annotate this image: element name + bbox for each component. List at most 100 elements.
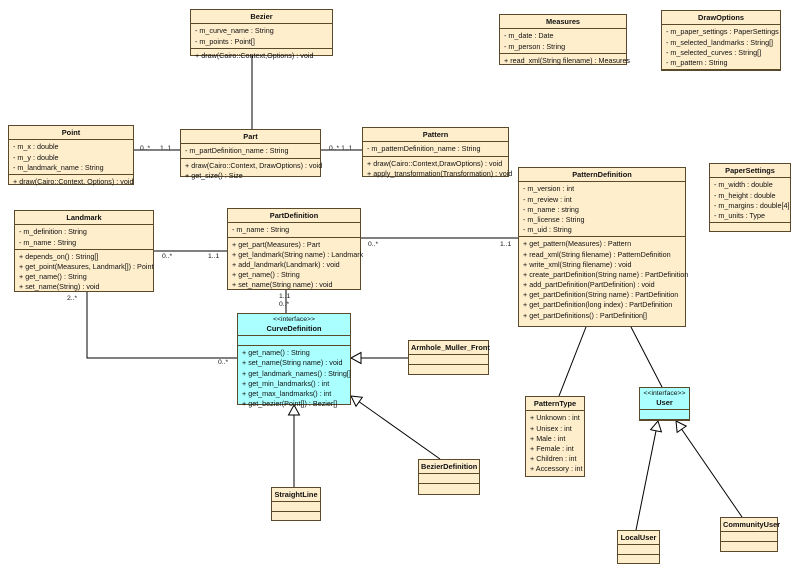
class-name: PaperSettings — [725, 166, 775, 175]
class-header: <<interface>>User — [640, 388, 689, 411]
multiplicity-label: 0..* — [162, 253, 173, 260]
attribute-compartment: - m_definition : String- m_name : String — [15, 225, 153, 250]
class-name: Bezier — [250, 12, 273, 21]
operation-line: + apply_transformation(Transformation) :… — [367, 168, 513, 178]
attribute-line: - m_pattern : String — [666, 57, 728, 67]
multiplicity-label: 0..* — [368, 241, 379, 248]
operation-compartment: + draw(Cairo::Context,Options) : void — [191, 49, 332, 62]
attribute-compartment: - m_patternDefinition_name : String — [363, 142, 508, 157]
class-name: CommunityUser — [723, 520, 781, 529]
operation-compartment — [640, 420, 689, 429]
attribute-line: - m_definition : String — [19, 227, 87, 237]
attribute-line: + Male : int — [530, 433, 566, 443]
attribute-line: - m_curve_name : String — [195, 26, 274, 36]
operation-line: + draw(Cairo::Context, DrawOptions) : vo… — [185, 160, 323, 170]
class-header: PartDefinition — [228, 209, 360, 224]
class-header: LocalUser — [618, 531, 659, 546]
attribute-line: - m_units : Type — [714, 210, 765, 220]
attribute-line: - m_points : Point[] — [195, 36, 255, 46]
class-box-pattern[interactable]: Pattern- m_patternDefinition_name : Stri… — [362, 127, 513, 178]
attribute-compartment: - m_partDefinition_name : String — [181, 144, 320, 159]
operation-line: + read_xml(String filename) : PatternDef… — [523, 249, 671, 259]
class-box-localuser[interactable]: LocalUser — [617, 530, 660, 564]
attribute-compartment — [409, 355, 488, 366]
class-name: Armhole_Muller_Front — [411, 343, 490, 352]
operation-compartment: + get_pattern(Measures) : Pattern+ read_… — [519, 237, 688, 322]
operation-compartment — [662, 70, 780, 79]
realization-connector — [635, 420, 659, 531]
attribute-line: - m_x : double — [13, 142, 59, 152]
attribute-compartment — [721, 532, 777, 543]
class-name: PatternType — [533, 399, 577, 408]
operation-line: + get_min_landmarks() : int — [242, 378, 330, 388]
class-stereotype: <<interface>> — [273, 316, 315, 323]
class-name: PartDefinition — [269, 211, 319, 220]
attribute-compartment: - m_date : Date- m_person : String — [500, 29, 626, 54]
operation-line: + set_name(String name) : void — [232, 280, 333, 290]
class-box-papersettings[interactable]: PaperSettings - m_width : double- m_heigh… — [709, 163, 791, 232]
attribute-line: - m_height : double — [714, 190, 776, 200]
attribute-line: - m_date : Date — [504, 31, 554, 41]
class-box-patterndefinition[interactable]: PatternDefinition- m_version : int- m_re… — [518, 167, 688, 327]
class-header: Bezier — [191, 10, 332, 25]
operation-line: + get_bezier(Point[]) : Bezier[] — [242, 399, 338, 409]
multiplicity-label: 0..* — [279, 301, 290, 308]
operation-line: + set_name(String name) : void — [242, 358, 343, 368]
attribute-line: + Children : int — [530, 454, 577, 464]
class-header: PaperSettings — [710, 164, 790, 179]
class-name: Measures — [545, 17, 581, 26]
class-header: PatternDefinition — [519, 168, 685, 183]
class-box-partdefinition[interactable]: PartDefinition- m_name : String+ get_par… — [227, 208, 364, 290]
operation-line: + draw(Cairo::Context,Options) : void — [195, 50, 314, 60]
attribute-line: - m_landmark_name : String — [13, 162, 104, 172]
class-box-part[interactable]: Part- m_partDefinition_name : String+ dr… — [180, 129, 322, 180]
class-box-user[interactable]: <<interface>>User — [639, 387, 690, 421]
class-name: User — [656, 397, 673, 407]
class-box-measures[interactable]: Measures - m_date : Date- m_person : Stri… — [499, 14, 630, 65]
class-name: LocalUser — [620, 533, 657, 542]
class-box-curvedefinition[interactable]: <<interface>>CurveDefinition+ get_name()… — [237, 313, 351, 408]
operation-line: + get_landmark(String name) : Landmark — [232, 249, 364, 259]
realization-arrowhead-icon — [350, 395, 364, 408]
class-name: DrawOptions — [698, 13, 744, 22]
class-box-drawoptions[interactable]: DrawOptions - m_paper_settings : PaperSet… — [661, 10, 781, 71]
class-header: Point — [9, 126, 133, 141]
class-box-straightline[interactable]: StraightLine — [271, 487, 321, 521]
operation-line: + set_name(String) : void — [19, 282, 100, 292]
attribute-compartment: - m_name : String — [228, 223, 360, 238]
operation-compartment: + draw(Cairo::Context, DrawOptions) : vo… — [181, 159, 323, 182]
class-box-beziercurve[interactable]: BezierDefinition — [418, 459, 480, 495]
class-box-armhole[interactable]: Armhole_Muller_Front — [408, 340, 490, 375]
class-box-point[interactable]: Point- m_x : double- m_y : double- m_lan… — [8, 125, 134, 186]
operation-compartment: + get_name() : String+ set_name(String n… — [238, 346, 351, 410]
operation-compartment — [721, 542, 777, 551]
operation-compartment — [710, 223, 790, 232]
attribute-compartment — [272, 502, 320, 513]
class-box-communityuser[interactable]: CommunityUser — [720, 517, 781, 552]
attribute-line: - m_name : string — [523, 204, 579, 214]
class-box-landmark[interactable]: Landmark- m_definition : String- m_name … — [14, 210, 154, 292]
attribute-compartment — [640, 410, 689, 421]
class-box-patterntype[interactable]: PatternType+ Unknown : int+ Unisex : int… — [525, 396, 585, 477]
operation-line: + get_point(Measures, Landmark[]) : Poin… — [19, 261, 154, 271]
attribute-compartment: - m_width : double- m_height : double- m… — [710, 178, 790, 224]
operation-line: + get_size() : Size — [185, 170, 243, 180]
multiplicity-label: 2..* — [67, 295, 78, 302]
attribute-compartment — [618, 545, 659, 556]
class-box-bezier[interactable]: Bezier - m_curve_name : String- m_points … — [190, 9, 333, 60]
attribute-line: - m_margins : double[4] — [714, 200, 790, 210]
multiplicity-label: 0..* — [218, 359, 229, 366]
class-header: PatternType — [526, 397, 584, 412]
attribute-line: - m_uid : String — [523, 225, 572, 235]
operation-compartment — [272, 512, 320, 521]
class-header: StraightLine — [272, 488, 320, 503]
operation-line: + get_partDefinitions() : PartDefinition… — [523, 310, 648, 320]
class-header: BezierDefinition — [419, 460, 479, 475]
operation-compartment — [419, 484, 479, 493]
class-header: CommunityUser — [721, 518, 781, 533]
attribute-compartment: - m_x : double- m_y : double- m_landmark… — [9, 140, 133, 175]
attribute-compartment: - m_paper_settings : PaperSettings- m_se… — [662, 25, 780, 71]
operation-line: + get_name() : String — [232, 270, 300, 280]
realization-connector — [675, 420, 743, 518]
